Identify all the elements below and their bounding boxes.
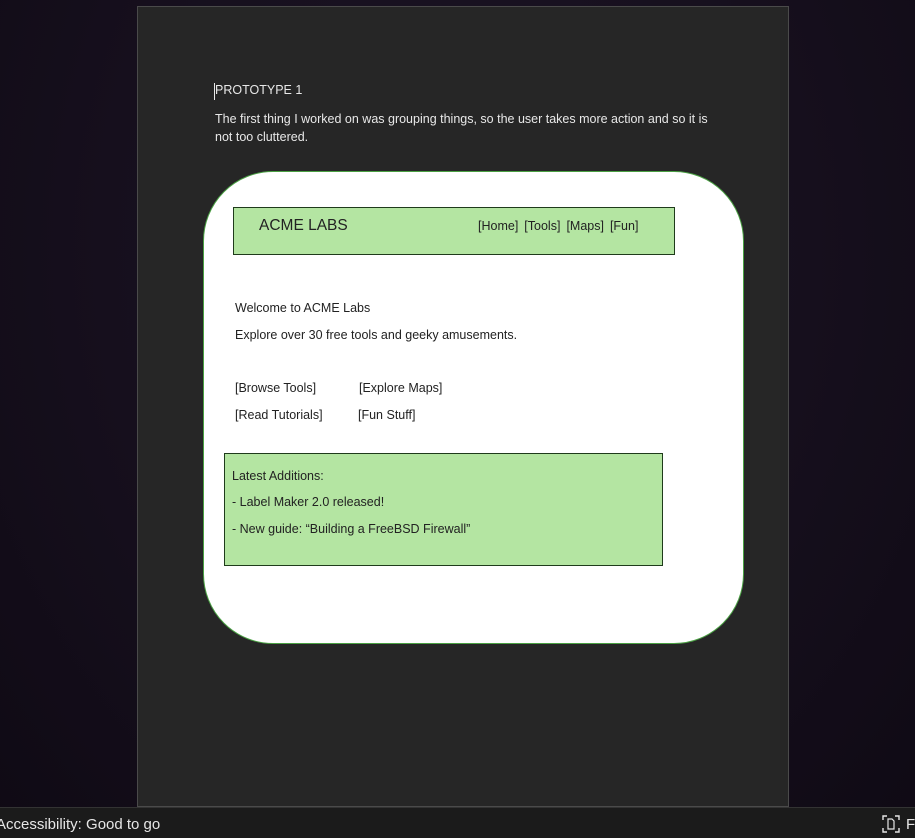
accessibility-status[interactable]: Accessibility: Good to go xyxy=(0,816,161,833)
mockup-nav-home: [Home] xyxy=(478,219,519,233)
mockup-link-browse-tools: [Browse Tools] xyxy=(235,381,317,395)
document-heading[interactable]: PROTOTYPE 1 xyxy=(215,83,303,97)
latest-title: Latest Additions: xyxy=(232,469,324,483)
mockup-nav-fun: [Fun] xyxy=(609,219,639,233)
text-cursor xyxy=(214,83,215,100)
mockup-link-read-tutorials: [Read Tutorials] xyxy=(235,408,323,422)
mockup-link-fun-stuff: [Fun Stuff] xyxy=(358,408,416,422)
document-paragraph[interactable]: The first thing I worked on was grouping… xyxy=(215,112,708,144)
focus-mode-icon[interactable] xyxy=(881,814,901,834)
focus-label[interactable]: F xyxy=(906,816,915,833)
document-page[interactable]: PROTOTYPE 1 The first thing I worked on … xyxy=(137,6,789,807)
mockup-welcome: Welcome to ACME Labs xyxy=(235,301,371,315)
prototype-mockup-image[interactable]: ACME LABS [Home] [Tools] [Maps] [Fun] We… xyxy=(203,171,744,644)
mockup-nav-maps: [Maps] xyxy=(566,219,604,233)
latest-item: - New guide: “Building a FreeBSD Firewal… xyxy=(232,522,471,536)
mockup-subtitle: Explore over 30 free tools and geeky amu… xyxy=(235,328,518,342)
mockup-logo: ACME LABS xyxy=(259,217,348,234)
mockup-nav-tools: [Tools] xyxy=(524,219,561,233)
mockup-header: ACME LABS [Home] [Tools] [Maps] [Fun] xyxy=(233,207,675,255)
mockup-nav: [Home] [Tools] [Maps] [Fun] xyxy=(478,219,638,233)
mockup-latest-additions: Latest Additions: - Label Maker 2.0 rele… xyxy=(224,453,663,566)
latest-item: - Label Maker 2.0 released! xyxy=(232,495,385,509)
status-bar: Accessibility: Good to go F xyxy=(0,807,915,838)
mockup-link-explore-maps: [Explore Maps] xyxy=(359,381,443,395)
